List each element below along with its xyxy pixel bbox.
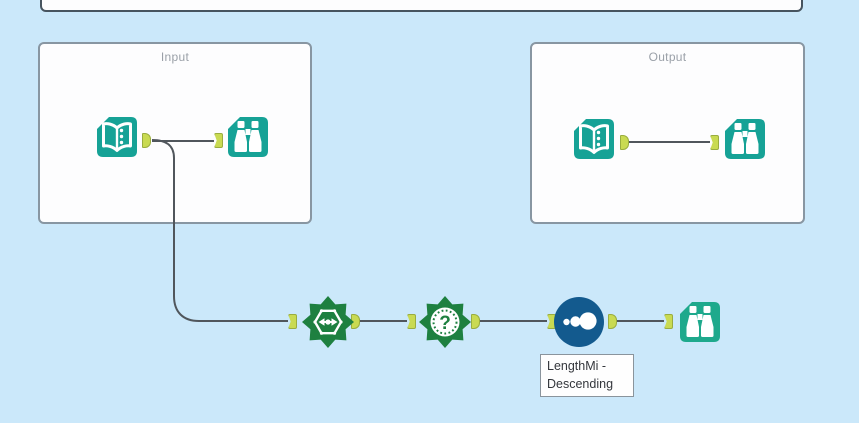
- tool-annotation[interactable]: LengthMi - Descending: [540, 354, 634, 397]
- binoculars-folder-icon: [680, 302, 720, 342]
- blue-circle-three-dots-icon: [554, 297, 604, 347]
- container-output-label: Output: [648, 50, 687, 64]
- binoculars-folder-icon: [725, 119, 765, 159]
- macro-tool-dots[interactable]: [302, 296, 354, 348]
- sort-tool[interactable]: [554, 297, 604, 347]
- svg-text:?: ?: [439, 313, 451, 334]
- macro-tool-question[interactable]: ?: [419, 296, 471, 348]
- open-book-folder-icon: [97, 117, 137, 157]
- output-anchor-macro-question[interactable]: [471, 314, 480, 329]
- output-anchor-sort[interactable]: [608, 314, 617, 329]
- container-partial-top[interactable]: [40, 0, 803, 12]
- star-macro-hexagon-dots-arrows-icon: [302, 296, 354, 348]
- browse-tool-1[interactable]: [224, 113, 272, 161]
- binoculars-folder-icon: [228, 117, 268, 157]
- open-book-folder-icon: [574, 119, 614, 159]
- browse-tool-2[interactable]: [721, 115, 769, 163]
- tool-annotation-line1: LengthMi -: [547, 359, 607, 373]
- input-data-tool-2[interactable]: [570, 115, 618, 163]
- output-anchor-input-book[interactable]: [142, 133, 151, 148]
- browse-tool-3[interactable]: [676, 298, 724, 346]
- output-anchor-output-book[interactable]: [620, 135, 629, 150]
- star-macro-question-mark-icon: ?: [419, 296, 471, 348]
- tool-annotation-line2: Descending: [547, 377, 614, 392]
- wire-input-book-to-macro-dots[interactable]: [151, 139, 288, 322]
- container-input-label: Input: [160, 50, 190, 64]
- input-data-tool-1[interactable]: [93, 113, 141, 161]
